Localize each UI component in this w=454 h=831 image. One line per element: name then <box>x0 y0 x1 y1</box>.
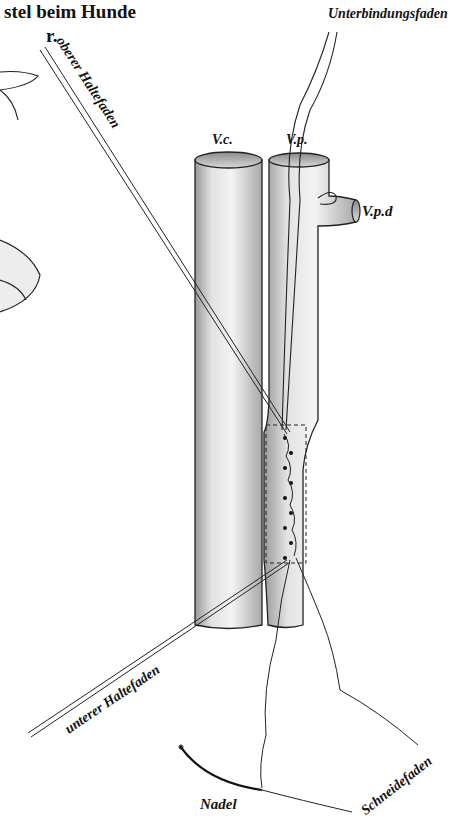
title-fragment: stel beim Hunde <box>4 2 136 23</box>
partial-figure <box>0 72 40 313</box>
needle <box>180 746 262 790</box>
suture-knot <box>283 526 287 530</box>
thread-label: Unterbindungsfaden <box>328 6 448 21</box>
vena-portae <box>264 153 360 628</box>
suture-knot <box>289 511 293 515</box>
vena-cava <box>195 152 262 629</box>
thread-label: oberer Haltefaden <box>53 34 123 131</box>
ligature-thread <box>282 32 337 430</box>
vessel-label: V.p.d <box>362 203 393 220</box>
anastomosis-outline <box>266 425 306 563</box>
thread-label: Schneidefaden <box>358 753 435 818</box>
lower-stay-suture <box>28 560 289 737</box>
suture-line <box>284 434 296 556</box>
suture-knot <box>289 451 293 455</box>
vessel-label: V.c. <box>212 132 233 147</box>
upper-stay-suture <box>40 47 290 434</box>
vena-portae-dextra <box>352 200 360 222</box>
suture-knot <box>289 541 293 545</box>
suture-knot <box>283 496 287 500</box>
vessel-label: V.p. <box>286 132 308 147</box>
suture-knot <box>283 466 287 470</box>
cutting-thread <box>261 558 418 812</box>
needle-eye <box>179 745 183 749</box>
needle-label: Nadel <box>200 796 237 813</box>
suture-knots <box>283 436 293 560</box>
thread-label: unterer Haltefaden <box>62 662 162 737</box>
suture-knot <box>283 556 287 560</box>
